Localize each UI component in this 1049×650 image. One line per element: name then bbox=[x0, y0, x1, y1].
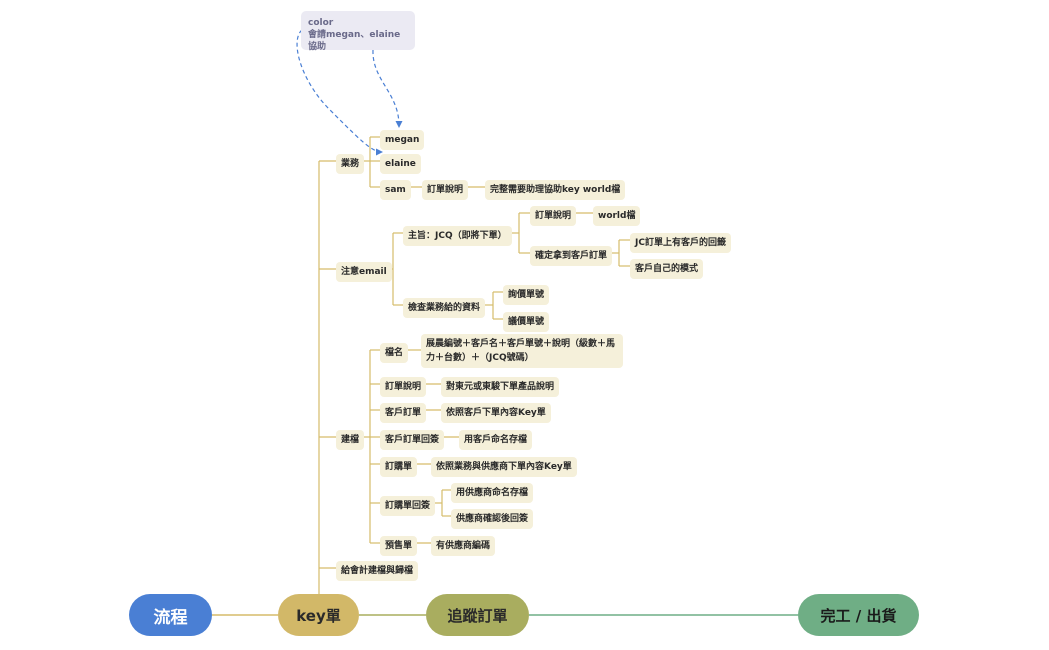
node-sam[interactable]: sam bbox=[380, 180, 411, 200]
node-file-name-detail[interactable]: 展晨編號＋客戶名＋客戶單號＋說明（級數＋馬力＋台數）＋（JCQ號碼） bbox=[421, 334, 623, 368]
node-purchase-reply-1[interactable]: 用供應商命名存檔 bbox=[451, 483, 534, 503]
stage-ship[interactable]: 完工 / 出貨 bbox=[798, 594, 919, 636]
node-presale-detail[interactable]: 有供應商編碼 bbox=[431, 536, 496, 556]
node-elaine[interactable]: elaine bbox=[380, 154, 421, 174]
node-purchase-order-detail[interactable]: 依照業務與供應商下單內容Key單 bbox=[431, 457, 577, 477]
node-sam-order-detail[interactable]: 完整需要助理協助key world檔 bbox=[485, 180, 626, 200]
node-purchase-order[interactable]: 訂購單 bbox=[380, 457, 418, 477]
node-customer-reply-detail[interactable]: 用客戶命名存檔 bbox=[459, 430, 533, 450]
stage-track-order[interactable]: 追蹤訂單 bbox=[426, 594, 529, 636]
node-sales[interactable]: 業務 bbox=[336, 154, 365, 174]
node-email-order-desc[interactable]: 訂單說明 bbox=[530, 206, 577, 226]
color-note[interactable]: color 會請megan、elaine協助 bbox=[301, 11, 415, 52]
node-sam-order[interactable]: 訂單說明 bbox=[422, 180, 469, 200]
node-jc-reply[interactable]: JC訂單上有客戶的回籤 bbox=[630, 233, 731, 253]
node-check-data[interactable]: 檢查業務給的資料 bbox=[403, 298, 486, 318]
node-presale[interactable]: 預售單 bbox=[380, 536, 418, 556]
node-customer-reply[interactable]: 客戶訂單回簽 bbox=[380, 430, 445, 450]
node-confirm-order[interactable]: 確定拿到客戶訂單 bbox=[530, 246, 613, 266]
node-inquiry-no[interactable]: 詢價單號 bbox=[503, 285, 550, 305]
stage-process[interactable]: 流程 bbox=[129, 594, 212, 636]
node-email-subject[interactable]: 主旨：JCQ（即將下單） bbox=[403, 226, 512, 246]
node-megan[interactable]: megan bbox=[380, 130, 425, 150]
node-purchase-reply-2[interactable]: 供應商確認後回簽 bbox=[451, 509, 534, 529]
node-accounting[interactable]: 給會計建檔與歸檔 bbox=[336, 561, 419, 581]
node-filing[interactable]: 建檔 bbox=[336, 430, 365, 450]
node-quote-no[interactable]: 議價單號 bbox=[503, 312, 550, 332]
node-customer-order[interactable]: 客戶訂單 bbox=[380, 403, 427, 423]
node-customer-mode[interactable]: 客戶自己的模式 bbox=[630, 259, 704, 279]
node-purchase-reply[interactable]: 訂購單回簽 bbox=[380, 496, 436, 516]
node-world-file[interactable]: world檔 bbox=[593, 206, 641, 226]
node-email[interactable]: 注意email bbox=[336, 262, 392, 282]
node-file-name[interactable]: 檔名 bbox=[380, 343, 409, 363]
note-title: color bbox=[308, 18, 334, 28]
note-body: 會請megan、elaine協助 bbox=[308, 30, 401, 52]
node-filing-order-desc-detail[interactable]: 對東元或東駿下單產品說明 bbox=[441, 377, 560, 397]
node-customer-order-detail[interactable]: 依照客戶下單內容Key單 bbox=[441, 403, 551, 423]
node-filing-order-desc[interactable]: 訂單說明 bbox=[380, 377, 427, 397]
stage-key-order[interactable]: key單 bbox=[278, 594, 359, 636]
